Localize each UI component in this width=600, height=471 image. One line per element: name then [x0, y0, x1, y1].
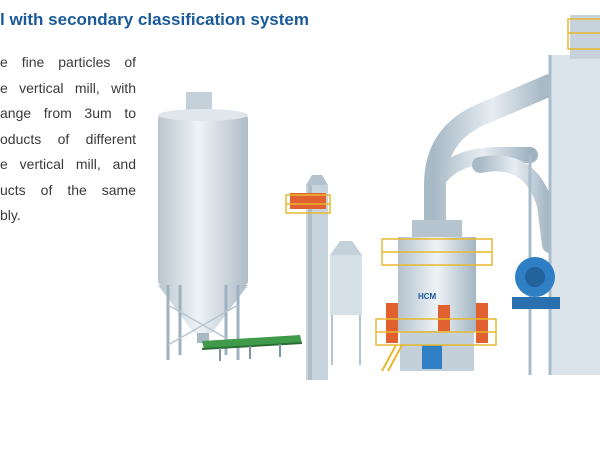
description-line: oducts of different — [0, 130, 136, 147]
description-line: ucts of the same — [0, 181, 136, 198]
dust-collector-structure — [512, 15, 600, 375]
bucket-elevator — [285, 175, 362, 380]
section-description: e fine particles of e vertical mill, wit… — [0, 50, 136, 229]
description-line: e vertical mill, with — [0, 79, 136, 96]
description-line: e vertical mill, and — [0, 156, 136, 172]
vertical-mill-plant-illustration: HCM — [158, 15, 600, 380]
belt-conveyor — [201, 335, 303, 361]
vertical-mill: HCM — [375, 220, 497, 372]
section-heading: l with secondary classification system — [0, 10, 309, 29]
storage-silo — [158, 92, 248, 360]
description-line: e fine particles of — [0, 54, 136, 70]
mill-brand-label: HCM — [418, 292, 437, 301]
description-line: bly. — [0, 207, 21, 223]
description-line: ange from 3um to — [0, 105, 136, 121]
